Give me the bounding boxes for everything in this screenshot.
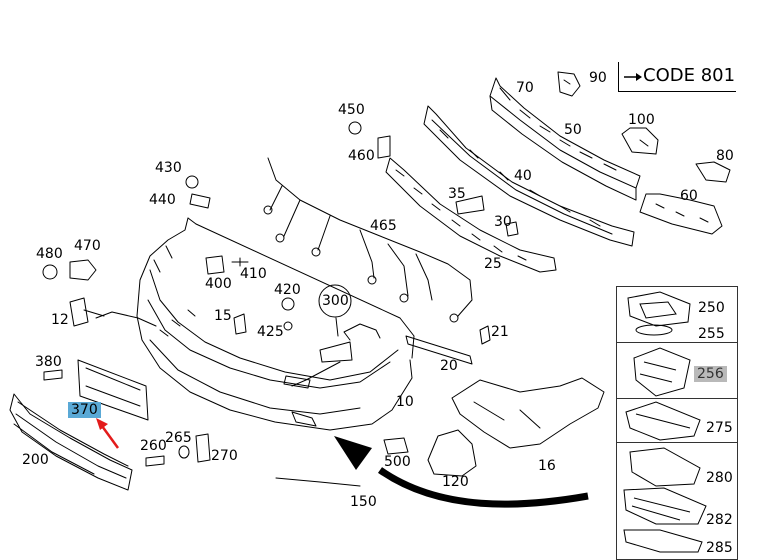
- callout-380[interactable]: 380: [35, 354, 62, 370]
- variant-250[interactable]: 250: [698, 300, 725, 316]
- panel-divider: [616, 342, 738, 343]
- bracket-12-part[interactable]: [69, 297, 89, 327]
- callout-200[interactable]: 200: [22, 452, 49, 468]
- thumb-280[interactable]: [629, 447, 701, 487]
- wiring-harness-part[interactable]: [263, 157, 473, 323]
- callout-20[interactable]: 20: [440, 358, 458, 374]
- callout-80[interactable]: 80: [716, 148, 734, 164]
- variant-282[interactable]: 282: [706, 512, 733, 528]
- variant-255[interactable]: 255: [698, 326, 725, 342]
- bracket-100-part[interactable]: [621, 127, 659, 155]
- callout-500[interactable]: 500: [384, 454, 411, 470]
- thumb-255[interactable]: [635, 324, 673, 336]
- callout-120[interactable]: 120: [442, 474, 469, 490]
- screw-21-part[interactable]: [479, 325, 491, 345]
- panel-divider: [616, 398, 738, 399]
- screw-380-part[interactable]: [43, 369, 63, 381]
- trim-strip-20-part[interactable]: [405, 335, 473, 365]
- panel-divider: [616, 442, 738, 443]
- callout-12[interactable]: 12: [51, 312, 69, 328]
- callout-16[interactable]: 16: [538, 458, 556, 474]
- screw-420-part[interactable]: [281, 297, 295, 311]
- callout-100[interactable]: 100: [628, 112, 655, 128]
- callout-480[interactable]: 480: [36, 246, 63, 262]
- bracket-80-part[interactable]: [695, 161, 731, 183]
- callout-430[interactable]: 430: [155, 160, 182, 176]
- sensor-470-part[interactable]: [69, 259, 97, 281]
- callout-25[interactable]: 25: [484, 256, 502, 272]
- screw-30-part[interactable]: [505, 221, 519, 237]
- sensor-cover-part[interactable]: [319, 341, 353, 363]
- thumb-250[interactable]: [627, 291, 691, 327]
- code-label: CODE 801: [618, 62, 736, 92]
- variant-256[interactable]: 256: [694, 366, 727, 382]
- trim-150-part[interactable]: [275, 477, 361, 487]
- bracket-35-part[interactable]: [455, 195, 485, 215]
- callout-450[interactable]: 450: [338, 102, 365, 118]
- bumper-cover-part[interactable]: [136, 217, 415, 431]
- thumb-256[interactable]: [633, 347, 691, 397]
- sensor-500-part[interactable]: [383, 437, 409, 455]
- bumper-reinforcement-part[interactable]: [385, 157, 557, 273]
- washer-425-part[interactable]: [283, 321, 293, 331]
- ring-480-part[interactable]: [42, 264, 58, 280]
- clip-90-part[interactable]: [557, 71, 581, 97]
- license-plate-bracket-part[interactable]: [77, 359, 149, 421]
- support-bracket-part[interactable]: [489, 77, 641, 201]
- callout-60[interactable]: 60: [680, 188, 698, 204]
- callout-40[interactable]: 40: [514, 168, 532, 184]
- callout-30[interactable]: 30: [494, 214, 512, 230]
- callout-35[interactable]: 35: [448, 186, 466, 202]
- clip-460-part[interactable]: [377, 135, 391, 159]
- red-pointer-arrow: [100, 425, 120, 449]
- thumb-282[interactable]: [623, 487, 707, 525]
- impact-absorber-part[interactable]: [423, 105, 635, 247]
- variant-285[interactable]: 285: [706, 540, 733, 556]
- direction-arrow: [377, 467, 589, 508]
- callout-460[interactable]: 460: [348, 148, 375, 164]
- callout-70[interactable]: 70: [516, 80, 534, 96]
- bracket-270-part[interactable]: [195, 433, 211, 463]
- screw-260-part[interactable]: [145, 455, 165, 467]
- callout-260[interactable]: 260: [140, 438, 167, 454]
- code-text: CODE 801: [643, 65, 736, 86]
- nut-440-part[interactable]: [189, 193, 211, 209]
- callout-50[interactable]: 50: [564, 122, 582, 138]
- callout-470[interactable]: 470: [74, 238, 101, 254]
- callout-270[interactable]: 270: [211, 448, 238, 464]
- washer-265-part[interactable]: [178, 445, 190, 459]
- screw-410-part[interactable]: [231, 257, 249, 267]
- callout-265[interactable]: 265: [165, 430, 192, 446]
- screw-430-part[interactable]: [185, 175, 199, 189]
- callout-440[interactable]: 440: [149, 192, 176, 208]
- direction-arrow-head: [334, 436, 372, 470]
- lower-grille-part[interactable]: [9, 393, 133, 491]
- callout-300-circle: [318, 284, 352, 318]
- side-bracket-16-part[interactable]: [451, 377, 605, 449]
- screw-450-part[interactable]: [348, 121, 362, 135]
- clip-15-part[interactable]: [233, 313, 247, 335]
- callout-400[interactable]: 400: [205, 276, 232, 292]
- callout-370[interactable]: 370: [68, 402, 101, 418]
- callout-465[interactable]: 465: [370, 218, 397, 234]
- variant-280[interactable]: 280: [706, 470, 733, 486]
- liner-120-part[interactable]: [427, 429, 477, 477]
- callout-300[interactable]: 300: [322, 293, 349, 309]
- callout-90[interactable]: 90: [589, 70, 607, 86]
- clip-400-part[interactable]: [205, 255, 225, 275]
- callout-420[interactable]: 420: [274, 282, 301, 298]
- callout-10[interactable]: 10: [396, 394, 414, 410]
- thumb-285[interactable]: [623, 529, 703, 553]
- callout-150[interactable]: 150: [350, 494, 377, 510]
- callout-21[interactable]: 21: [491, 324, 509, 340]
- callout-410[interactable]: 410: [240, 266, 267, 282]
- wiring-300-part[interactable]: [343, 323, 381, 341]
- callout-15[interactable]: 15: [214, 308, 232, 324]
- thumb-275[interactable]: [625, 401, 701, 441]
- variant-275[interactable]: 275: [706, 420, 733, 436]
- callout-425[interactable]: 425: [257, 324, 284, 340]
- bracket-60-part[interactable]: [639, 193, 723, 235]
